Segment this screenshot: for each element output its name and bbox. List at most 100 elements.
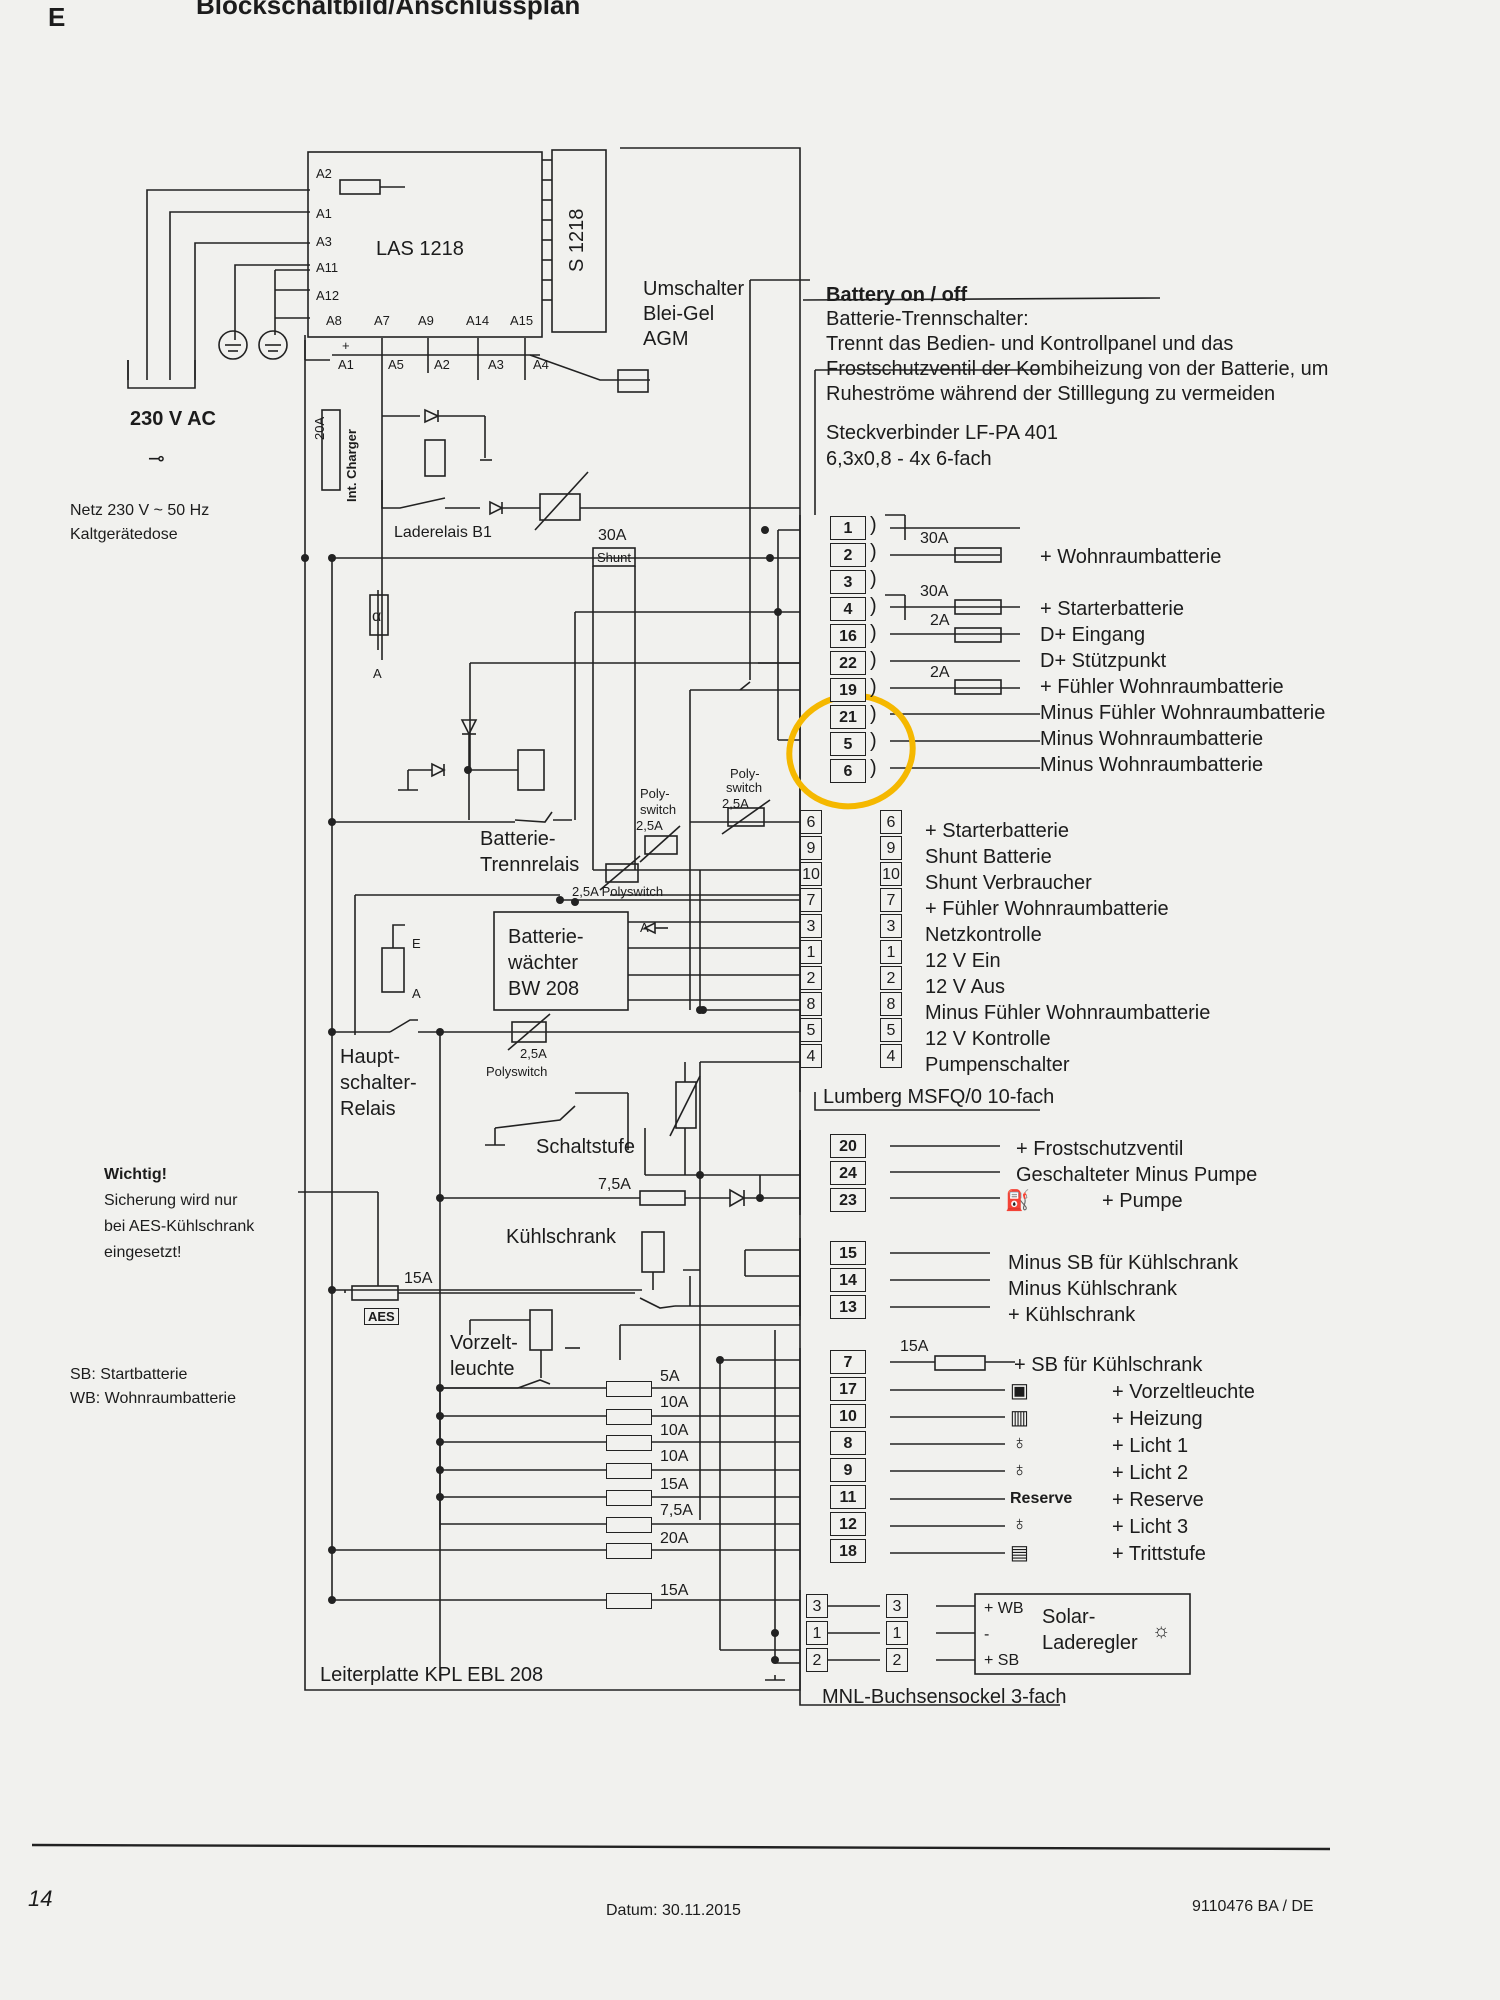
solar-box-line1: Solar-	[1042, 1606, 1096, 1628]
bulb-icon: ♁	[1012, 1459, 1027, 1481]
page-title: Blockschaltbild/Anschlussplan	[196, 0, 581, 20]
consumer-label-7: + SB für Kühlschrank	[1014, 1354, 1203, 1376]
fridge-label-14: Minus Kühlschrank	[1008, 1278, 1177, 1300]
lf-fuse-30a-b: 30A	[920, 583, 949, 600]
lf-label-16: D+ Eingang	[1040, 624, 1146, 646]
lf-fuse-2a-a: 2A	[930, 612, 950, 629]
consumer-pin: 11	[830, 1485, 866, 1509]
fridge-label-13: + Kühlschrank	[1008, 1304, 1136, 1326]
lumberg-pin-mate: 7	[880, 888, 902, 912]
fuse-10a-licht2	[606, 1463, 652, 1479]
fridge-pin: 15	[830, 1241, 866, 1265]
solar-pin-mate: 3	[886, 1594, 908, 1618]
ac-voltage-label: 230 V AC	[130, 408, 216, 430]
lumberg-pin-mate: 8	[880, 992, 902, 1016]
fuse-10a-heizung-label: 10A	[660, 1394, 689, 1411]
lf-pin: 21	[830, 705, 866, 729]
fuse-10a-heizung	[606, 1409, 652, 1425]
shunt-label: Shunt	[597, 550, 631, 565]
pin-a2: A2	[316, 166, 332, 181]
relay-a-label: A	[412, 986, 421, 1001]
solar-term-minus: -	[984, 1626, 990, 1643]
lumberg-pin-mate: 3	[880, 914, 902, 938]
consumer-label-11: + Reserve	[1112, 1489, 1204, 1511]
plus-sign: +	[342, 338, 350, 353]
lf-label-2: + Wohnraumbatterie	[1040, 546, 1222, 568]
socket-icon: )	[870, 595, 877, 617]
solar-pin: 3	[806, 1594, 828, 1618]
solar-pin: 1	[806, 1621, 828, 1645]
pin-a14: A14	[466, 313, 490, 328]
pump-label-20: + Frostschutzventil	[1016, 1138, 1184, 1160]
bw-arrow-label: A	[640, 920, 649, 935]
las-1218-label: LAS 1218	[376, 238, 464, 260]
bulb-icon: ♁	[1012, 1513, 1027, 1535]
consumer-fuse-15a: 15A	[900, 1338, 929, 1355]
lf-label-19: + Fühler Wohnraumbatterie	[1040, 676, 1284, 698]
fuse-5a-label: 5A	[660, 1368, 680, 1385]
socket-icon: )	[870, 649, 877, 671]
alpha-label: α	[372, 608, 382, 625]
s-1218-label: S 1218	[566, 208, 588, 272]
pump-pin: 23	[830, 1188, 866, 1212]
mains-line1: Netz 230 V ~ 50 Hz	[70, 502, 210, 519]
lumberg-pin-mate: 10	[880, 862, 902, 886]
polyswitch4-line2: Polyswitch	[486, 1064, 548, 1079]
wichtig-line2: bei AES-Kühlschrank	[104, 1218, 255, 1235]
fuse-10a-licht2-label: 10A	[660, 1448, 689, 1465]
lumberg-pin-mate: 9	[880, 836, 902, 860]
consumer-pin: 18	[830, 1539, 866, 1563]
lumberg-pin: 2	[800, 966, 822, 990]
int-charger-label: Int. Charger	[344, 429, 359, 502]
consumer-pin: 17	[830, 1377, 866, 1401]
section-letter: E	[48, 2, 66, 32]
heater-icon: ▥	[1010, 1407, 1029, 1429]
fuse-20a-trittstufe	[606, 1543, 652, 1559]
trennrelais-line2: Trennrelais	[480, 854, 580, 876]
polyswitch2-line3: 2,5A	[722, 796, 749, 811]
fuse-15a-solar	[606, 1593, 652, 1609]
lumberg-pin: 5	[800, 1018, 822, 1042]
lumberg-label-2: 12 V Aus	[925, 976, 1006, 998]
pin-a7: A7	[374, 313, 390, 328]
solar-title: MNL-Buchsensockel 3-fach	[822, 1686, 1067, 1708]
kuehlschrank-label: Kühlschrank	[506, 1226, 617, 1248]
lumberg-pin: 4	[800, 1044, 822, 1068]
vorzelt-line1: Vorzelt-	[450, 1332, 518, 1354]
fuse-10a-licht1	[606, 1435, 652, 1451]
polyswitch2-line2: switch	[726, 780, 763, 795]
fridge-pin: 13	[830, 1295, 866, 1319]
lumberg-pin-mate: 4	[880, 1044, 902, 1068]
lumberg-label-9: Shunt Batterie	[925, 846, 1052, 868]
lumberg-title: Lumberg MSFQ/0 10-fach	[823, 1086, 1055, 1108]
lf-connector-sub: 6,3x0,8 - 4x 6-fach	[826, 448, 992, 470]
bw-box-line1: Batterie-	[508, 926, 584, 948]
plug-icon: ⊸	[148, 448, 165, 470]
step-icon: ▤	[1010, 1542, 1029, 1564]
polyswitch1-line2: switch	[640, 802, 677, 817]
lf-pin: 2	[830, 543, 866, 567]
lf-pin: 16	[830, 624, 866, 648]
socket-icon: )	[870, 541, 877, 563]
reserve-tag: Reserve	[1010, 1490, 1073, 1507]
trennrelais-line1: Batterie-	[480, 828, 556, 850]
lf-pin: 3	[830, 570, 866, 594]
pin-a8: A8	[326, 313, 342, 328]
solar-term-sb: + SB	[984, 1652, 1020, 1669]
lumberg-label-3: Netzkontrolle	[925, 924, 1042, 946]
consumer-label-17: + Vorzeltleuchte	[1112, 1381, 1255, 1403]
lf-pin: 6	[830, 759, 866, 783]
consumer-pin: 10	[830, 1404, 866, 1428]
lumberg-label-5: 12 V Kontrolle	[925, 1028, 1051, 1050]
lf-fuse-30a-a: 30A	[920, 530, 949, 547]
board-label: Leiterplatte KPL EBL 208	[320, 1664, 544, 1686]
hauptschalter-line3: Relais	[340, 1098, 396, 1120]
mains-line2: Kaltgerätedose	[70, 526, 178, 543]
lumberg-pin-mate: 2	[880, 966, 902, 990]
solar-term-wb: + WB	[984, 1600, 1024, 1617]
pin-a3: A3	[316, 234, 332, 249]
lf-connector-title: Steckverbinder LF-PA 401	[826, 422, 1058, 444]
pump-label-24: Geschalteter Minus Pumpe	[1016, 1164, 1258, 1186]
fuse-20a-trittstufe-label: 20A	[660, 1530, 689, 1547]
